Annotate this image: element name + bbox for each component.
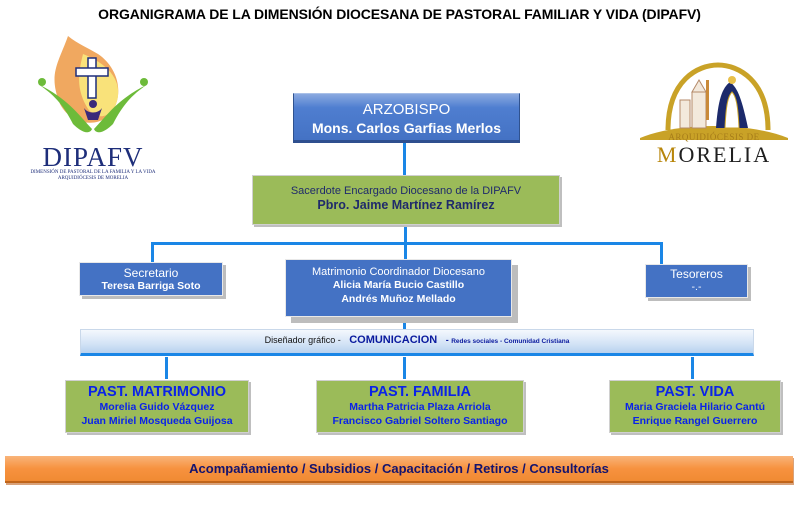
pastoral-familia-box: PAST. FAMILIA Martha Patricia Plaza Arri… <box>316 380 524 433</box>
tesoreros-role: Tesoreros <box>670 267 723 281</box>
dipafv-logo-name: DIPAFV <box>42 142 144 172</box>
morelia-label: MORELIA <box>638 142 790 168</box>
comunicacion-main: COMUNICACION <box>349 334 438 346</box>
secretario-box: Secretario Teresa Barriga Soto <box>79 262 223 296</box>
tesoreros-box: Tesoreros -.- <box>645 264 748 298</box>
pastoral-vida-title: PAST. VIDA <box>655 384 735 400</box>
sacerdote-name: Pbro. Jaime Martínez Ramírez <box>317 198 495 212</box>
pastoral-matrimonio-title: PAST. MATRIMONIO <box>87 384 226 400</box>
pastoral-vida-name-1: Maria Graciela Hilario Cantú <box>624 401 766 413</box>
arquidiocesis-label: ARQUIDIÓCESIS DE <box>668 132 760 142</box>
morelia-rest: ORELIA <box>678 142 772 167</box>
sacerdote-box: Sacerdote Encargado Diocesano de la DIPA… <box>252 175 560 225</box>
sacerdote-role: Sacerdote Encargado Diocesano de la DIPA… <box>290 185 522 197</box>
connector-matrimonio <box>165 357 168 379</box>
comunicacion-sep: - <box>443 335 452 345</box>
connector-familia <box>403 357 406 379</box>
connector-top-hbar <box>151 242 662 245</box>
comunicacion-bar: Diseñador gráfico - COMUNICACION - Redes… <box>80 329 754 356</box>
dipafv-emblem-icon <box>38 36 148 133</box>
servicios-bar: Acompañamiento / Subsidios / Capacitació… <box>5 456 793 483</box>
dipafv-logo-subtitle: DIMENSIÓN DE PASTORAL DE LA FAMILIA Y LA… <box>28 170 158 182</box>
morelia-initial: M <box>656 142 679 167</box>
comunicacion-prefix: Diseñador gráfico - <box>264 335 344 345</box>
dipafv-subtitle-line1: DIMENSIÓN DE PASTORAL DE LA FAMILIA Y LA… <box>30 170 156 175</box>
page-title: ORGANIGRAMA DE LA DIMENSIÓN DIOCESANA DE… <box>98 6 701 22</box>
arzobispo-role: ARZOBISPO <box>362 101 451 118</box>
comunicacion-suffix: Redes sociales - Comunidad Cristiana <box>451 338 570 345</box>
coordinador-name-2: Andrés Muñoz Mellado <box>341 293 456 305</box>
connector-coord-comm <box>403 310 406 330</box>
cathedral-virgin-emblem-icon <box>640 62 788 140</box>
pastoral-matrimonio-name-1: Morelia Guido Vázquez <box>99 401 215 413</box>
servicios-text: Acompañamiento / Subsidios / Capacitació… <box>189 461 609 476</box>
coordinador-role: Matrimonio Coordinador Diocesano <box>311 266 486 278</box>
secretario-role: Secretario <box>123 266 179 280</box>
dipafv-subtitle-line2: ARQUIDIÓCESIS DE MORELIA <box>57 176 129 181</box>
coordinador-box: Matrimonio Coordinador Diocesano Alicia … <box>285 259 512 317</box>
pastoral-matrimonio-name-2: Juan Miriel Mosqueda Guijosa <box>81 415 233 427</box>
pastoral-vida-name-2: Enrique Rangel Guerrero <box>632 415 758 427</box>
connector-vida <box>691 357 694 379</box>
arquidiocesis-morelia-logo: ARQUIDIÓCESIS DE MORELIA <box>638 60 790 170</box>
connector-tesoreros <box>660 242 663 264</box>
connector-secretario <box>151 242 154 262</box>
pastoral-vida-box: PAST. VIDA Maria Graciela Hilario Cantú … <box>609 380 781 433</box>
arzobispo-name: Mons. Carlos Garfias Merlos <box>311 120 502 136</box>
pastoral-familia-title: PAST. FAMILIA <box>368 384 472 400</box>
secretario-name: Teresa Barriga Soto <box>101 280 201 292</box>
dipafv-logo: DIPAFV DIMENSIÓN DE PASTORAL DE LA FAMIL… <box>28 34 178 184</box>
pastoral-familia-name-2: Francisco Gabriel Soltero Santiago <box>332 415 508 427</box>
coordinador-name-1: Alicia María Bucio Castillo <box>332 279 465 291</box>
pastoral-familia-name-1: Martha Patricia Plaza Arriola <box>349 401 491 413</box>
tesoreros-name: -.- <box>691 281 702 293</box>
arzobispo-box: ARZOBISPO Mons. Carlos Garfias Merlos <box>293 93 520 143</box>
connector-arz-sac <box>403 141 406 175</box>
pastoral-matrimonio-box: PAST. MATRIMONIO Morelia Guido Vázquez J… <box>65 380 249 433</box>
